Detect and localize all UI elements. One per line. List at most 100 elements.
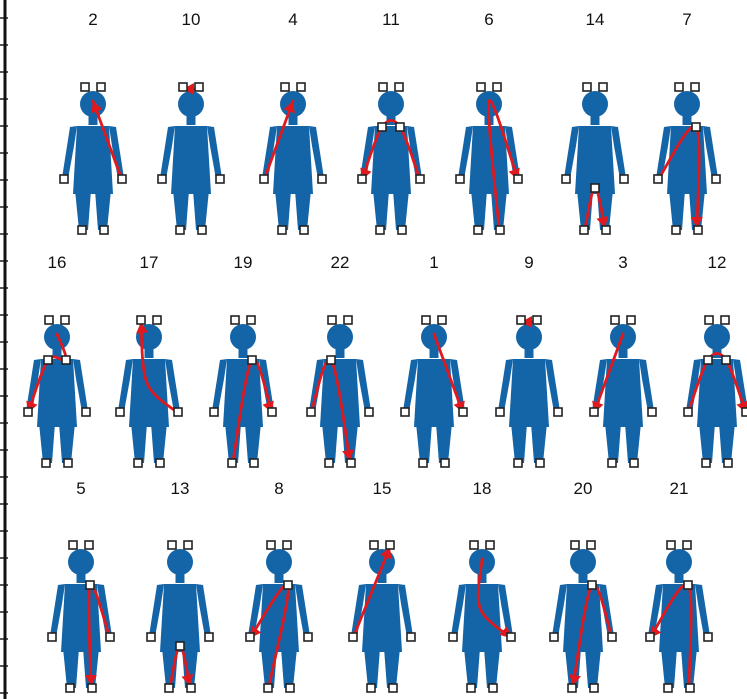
joint-marker [533,316,541,324]
joint-marker [82,408,90,416]
joint-marker [590,684,598,692]
joint-marker [396,123,404,131]
joint-marker [672,226,680,234]
joint-marker [630,459,638,467]
joint-marker [407,633,415,641]
gesture-figure: 5 [48,479,114,692]
joint-marker [599,83,607,91]
joint-marker [422,316,430,324]
joint-marker [694,226,702,234]
joint-marker [438,316,446,324]
gesture-figure: 18 [449,479,515,692]
joint-marker [646,633,654,641]
figure-label: 19 [234,253,253,272]
joint-marker [675,83,683,91]
person-icon [648,549,710,688]
joint-marker [184,541,192,549]
joint-marker [588,581,596,589]
joint-marker [683,541,691,549]
figure-label: 12 [708,253,727,272]
joint-marker [156,459,164,467]
person-icon [248,549,310,688]
joint-marker [300,226,308,234]
joint-marker [246,633,254,641]
gesture-figure: 8 [246,479,312,692]
joint-marker [137,316,145,324]
joint-marker [496,408,504,416]
joint-marker [477,83,485,91]
joint-marker [284,581,292,589]
joint-marker [367,684,375,692]
figure-label: 21 [670,479,689,498]
figure-label: 20 [574,479,593,498]
gesture-figure: 13 [147,479,213,692]
joint-marker [100,226,108,234]
joint-marker [419,459,427,467]
joint-marker [187,684,195,692]
gesture-figure: 9 [496,253,562,467]
joint-marker [168,541,176,549]
joint-marker [86,581,94,589]
gesture-figure: 6 [456,10,522,234]
joint-marker [268,408,276,416]
joint-marker [724,459,732,467]
joint-marker [64,459,72,467]
joint-marker [216,175,224,183]
person-icon [498,324,560,463]
left-axis [0,0,8,699]
joint-marker [536,459,544,467]
joint-marker [620,175,628,183]
joint-marker [664,684,672,692]
joint-marker [66,684,74,692]
joint-marker [712,175,720,183]
joint-marker [493,83,501,91]
joint-marker [459,408,467,416]
joint-marker [562,175,570,183]
figure-label: 2 [88,10,97,29]
joint-marker [648,408,656,416]
joint-marker [416,175,424,183]
joint-marker [489,684,497,692]
joint-marker [198,226,206,234]
joint-marker [248,356,256,364]
gesture-figure: 19 [210,253,276,467]
joint-marker [667,541,675,549]
joint-marker [684,581,692,589]
joint-marker [61,316,69,324]
figure-label: 1 [429,253,438,272]
joint-marker [514,175,522,183]
joint-marker [347,459,355,467]
joint-marker [97,83,105,91]
joint-marker [307,408,315,416]
person-icon [564,91,626,230]
joint-marker [247,316,255,324]
joint-marker [118,175,126,183]
joint-marker [580,226,588,234]
joint-marker [158,175,166,183]
joint-marker [517,316,525,324]
joint-marker [358,175,366,183]
joint-marker [176,226,184,234]
person-icon [160,91,222,230]
gesture-figure: 17 [116,253,182,467]
joint-marker [467,684,475,692]
joint-marker [88,684,96,692]
joint-marker [328,316,336,324]
joint-marker [60,175,68,183]
joint-marker [721,316,729,324]
joint-marker [608,633,616,641]
joint-marker [401,408,409,416]
joint-marker [583,83,591,91]
gesture-figure: 10 [158,10,224,234]
joint-marker [692,123,700,131]
joint-marker [378,123,386,131]
figure-label: 14 [586,10,605,29]
joint-marker [147,633,155,641]
gesture-figure: 21 [646,479,712,692]
joint-marker [210,408,218,416]
joint-marker [267,541,275,549]
joint-marker [470,541,478,549]
joint-marker [48,633,56,641]
gesture-figure: 16 [24,253,90,467]
